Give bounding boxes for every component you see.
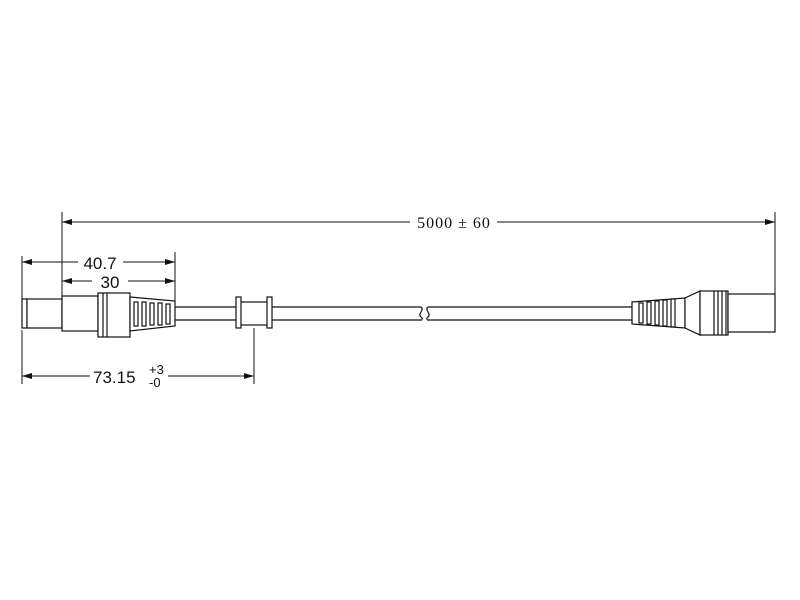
bead-tolerance-upper: +3 [149,362,164,377]
cable-break-mark [419,306,423,321]
ferrite-bead [235,296,273,329]
plug-length-label: 40.7 [83,254,116,273]
right-dc-jack [631,290,776,336]
overall-length-label: 5000 ± 60 [417,215,491,232]
dimension-plug-length: 40.7 [21,252,176,301]
dimension-bead-position: 73.15 +3 -0 [21,328,255,390]
cable [175,306,632,321]
dimension-housing-length: 30 [62,273,175,292]
bead-tolerance-lower: -0 [149,375,161,390]
bead-position-label: 73.15 [93,368,136,387]
strain-relief-ribs [133,301,171,327]
left-dc-plug [21,292,176,338]
housing-length-label: 30 [101,273,120,292]
dimension-overall-length: 5000 ± 60 [61,212,776,296]
